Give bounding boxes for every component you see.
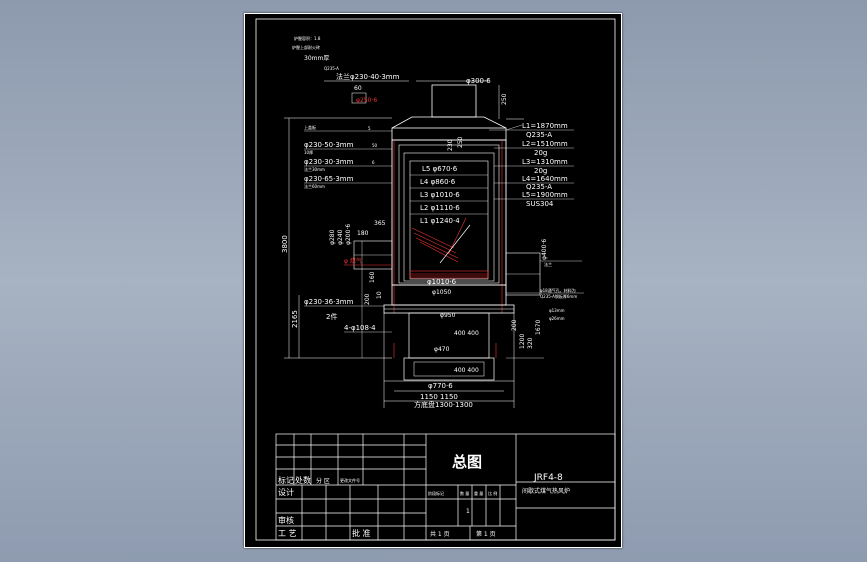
tb-zone: 分 区: [316, 477, 330, 485]
dim-400-6: φ400·6: [541, 239, 548, 260]
outer-shell: [391, 139, 507, 286]
outer-frame: [244, 13, 622, 548]
cad-drawing: 炉膛容积：1.8 炉膛上部耐火砖 30mm厚 Q235-A 法兰φ230·40·…: [244, 13, 622, 548]
spec-m4: Q235-A: [526, 183, 552, 191]
dim-200-right: 200: [511, 319, 518, 331]
model-number: JRF4-8: [533, 473, 563, 483]
note-line-1: 炉膛容积：1.8: [294, 35, 321, 41]
dim-50: 50: [372, 143, 378, 148]
tb-sheets-total: 共 1 页: [430, 530, 450, 538]
pieces-2: 2件: [326, 312, 337, 321]
level-L4: L4 φ860·6: [420, 178, 456, 186]
furnace-top-cap: [391, 127, 507, 141]
vent-note-3: φ13mm: [549, 308, 565, 313]
dim-320: 320: [527, 337, 534, 349]
flange-label-top: 法兰φ230·40·3mm: [336, 72, 400, 81]
tb-qty: 数 量: [460, 490, 469, 496]
product-name: 间歇式煤气热风炉: [522, 487, 570, 495]
spec-m1: Q235-A: [526, 131, 552, 139]
level-L1: L1 φ1240·4: [420, 217, 460, 225]
dim-250-top: 250: [501, 93, 508, 105]
note-line-3: 30mm厚: [304, 55, 329, 62]
flange-label-5: φ230·36·3mm: [304, 298, 354, 306]
dim-230: 230: [447, 139, 454, 151]
red-pipe-note: φ250·6: [356, 97, 377, 104]
chimney: [431, 84, 477, 118]
spec-m3: 20g: [534, 167, 547, 175]
dim-240: φ240: [337, 229, 344, 245]
dim-160: 160: [369, 271, 376, 283]
dim-770: φ770·6: [428, 382, 453, 390]
title-block: [275, 433, 616, 541]
dim-10-left: 10: [376, 291, 383, 299]
dim-400a: 400 400: [454, 330, 479, 337]
flange-label-2: φ230·50·3mm: [304, 141, 354, 149]
flange-right: 法兰: [544, 261, 552, 267]
dim-1200: 1200: [519, 334, 526, 349]
tb-weight: 重 量: [474, 490, 483, 496]
dim-1670: 1670: [535, 320, 542, 335]
label-top-cover: 上盖板: [304, 124, 316, 130]
dim-470: φ470: [434, 346, 450, 353]
dim-250: 250: [457, 136, 464, 148]
spec-m2: 20g: [534, 149, 547, 157]
red-inlet-label: φ 煤气: [344, 257, 362, 265]
spec-L2: L2=1510mm: [522, 140, 568, 148]
tb-scale: 比 例: [488, 490, 497, 496]
tb-mark: 标记: [278, 475, 294, 485]
base-plate: 方底盘1300·1300: [414, 400, 473, 409]
flange-label-4b: 法兰60mm: [304, 183, 325, 189]
tb-sheet-no: 第 1 页: [476, 530, 496, 538]
dim-180: 180: [357, 230, 369, 237]
tb-review: 审核: [278, 515, 294, 525]
drawing-title: 总图: [452, 453, 482, 471]
vent-note-2: Q235-A钢板厚6mm: [540, 293, 577, 299]
spec-L3: L3=1310mm: [522, 158, 568, 166]
level-L2: L2 φ1110·6: [420, 204, 460, 212]
red-hatching: [393, 141, 503, 358]
tb-count: 处数: [295, 475, 311, 485]
dim-2165: 2165: [291, 310, 299, 328]
dim-365: 365: [374, 220, 386, 227]
spec-L5: L5=1900mm: [522, 191, 568, 199]
bolt-holes: 4-φ108·4: [344, 324, 376, 332]
tb-scale-value: 1: [466, 508, 470, 515]
spec-m5: SUS304: [526, 200, 554, 208]
flange-label-3b: 法兰30mm: [304, 166, 325, 172]
vent-note-4: φ26mm: [549, 316, 565, 321]
tb-design: 设计: [278, 487, 294, 497]
dim-1150: 1150 1150: [420, 393, 458, 401]
dim-200-6: φ200·6: [345, 224, 352, 245]
note-line-2: 炉膛上部耐火砖: [292, 44, 320, 50]
dim-5: 5: [368, 126, 371, 131]
dim-1010: φ1010·6: [427, 278, 457, 286]
flange-label-3: φ230·30·3mm: [304, 158, 354, 166]
tb-change-doc: 更改文件号: [340, 477, 360, 483]
dim-280: φ280: [329, 229, 336, 245]
dim-200-left: 200: [364, 293, 371, 305]
flange-label-4: φ230·65·3mm: [304, 175, 354, 183]
dim-950: φ950: [440, 312, 456, 319]
tb-process: 工 艺: [278, 529, 297, 538]
note-line-4: Q235-A: [324, 66, 339, 71]
dim-400b: 400 400: [454, 367, 479, 374]
layer-spec-list: L1=1870mm Q235-A L2=1510mm 20g L3=1310mm…: [522, 122, 568, 208]
spec-L1: L1=1870mm: [522, 122, 568, 130]
dim-6: 6: [372, 160, 375, 165]
level-L5: L5 φ670·6: [422, 165, 458, 173]
vent-note-1: φ18通气孔，材料为: [540, 287, 576, 293]
flange-label-2b: 10厚: [304, 150, 313, 155]
spec-L4: L4=1640mm: [522, 175, 568, 183]
level-L3: L3 φ1010·6: [420, 191, 460, 199]
dim-3800: 3800: [281, 235, 289, 253]
dim-1050: φ1050: [432, 289, 451, 296]
tb-approve: 批 准: [352, 528, 371, 538]
tb-stage-mark: 阶段标记: [428, 490, 444, 496]
dim-60: 60: [354, 85, 362, 92]
drawing-sheet: 炉膛容积：1.8 炉膛上部耐火砖 30mm厚 Q235-A 法兰φ230·40·…: [244, 13, 622, 548]
